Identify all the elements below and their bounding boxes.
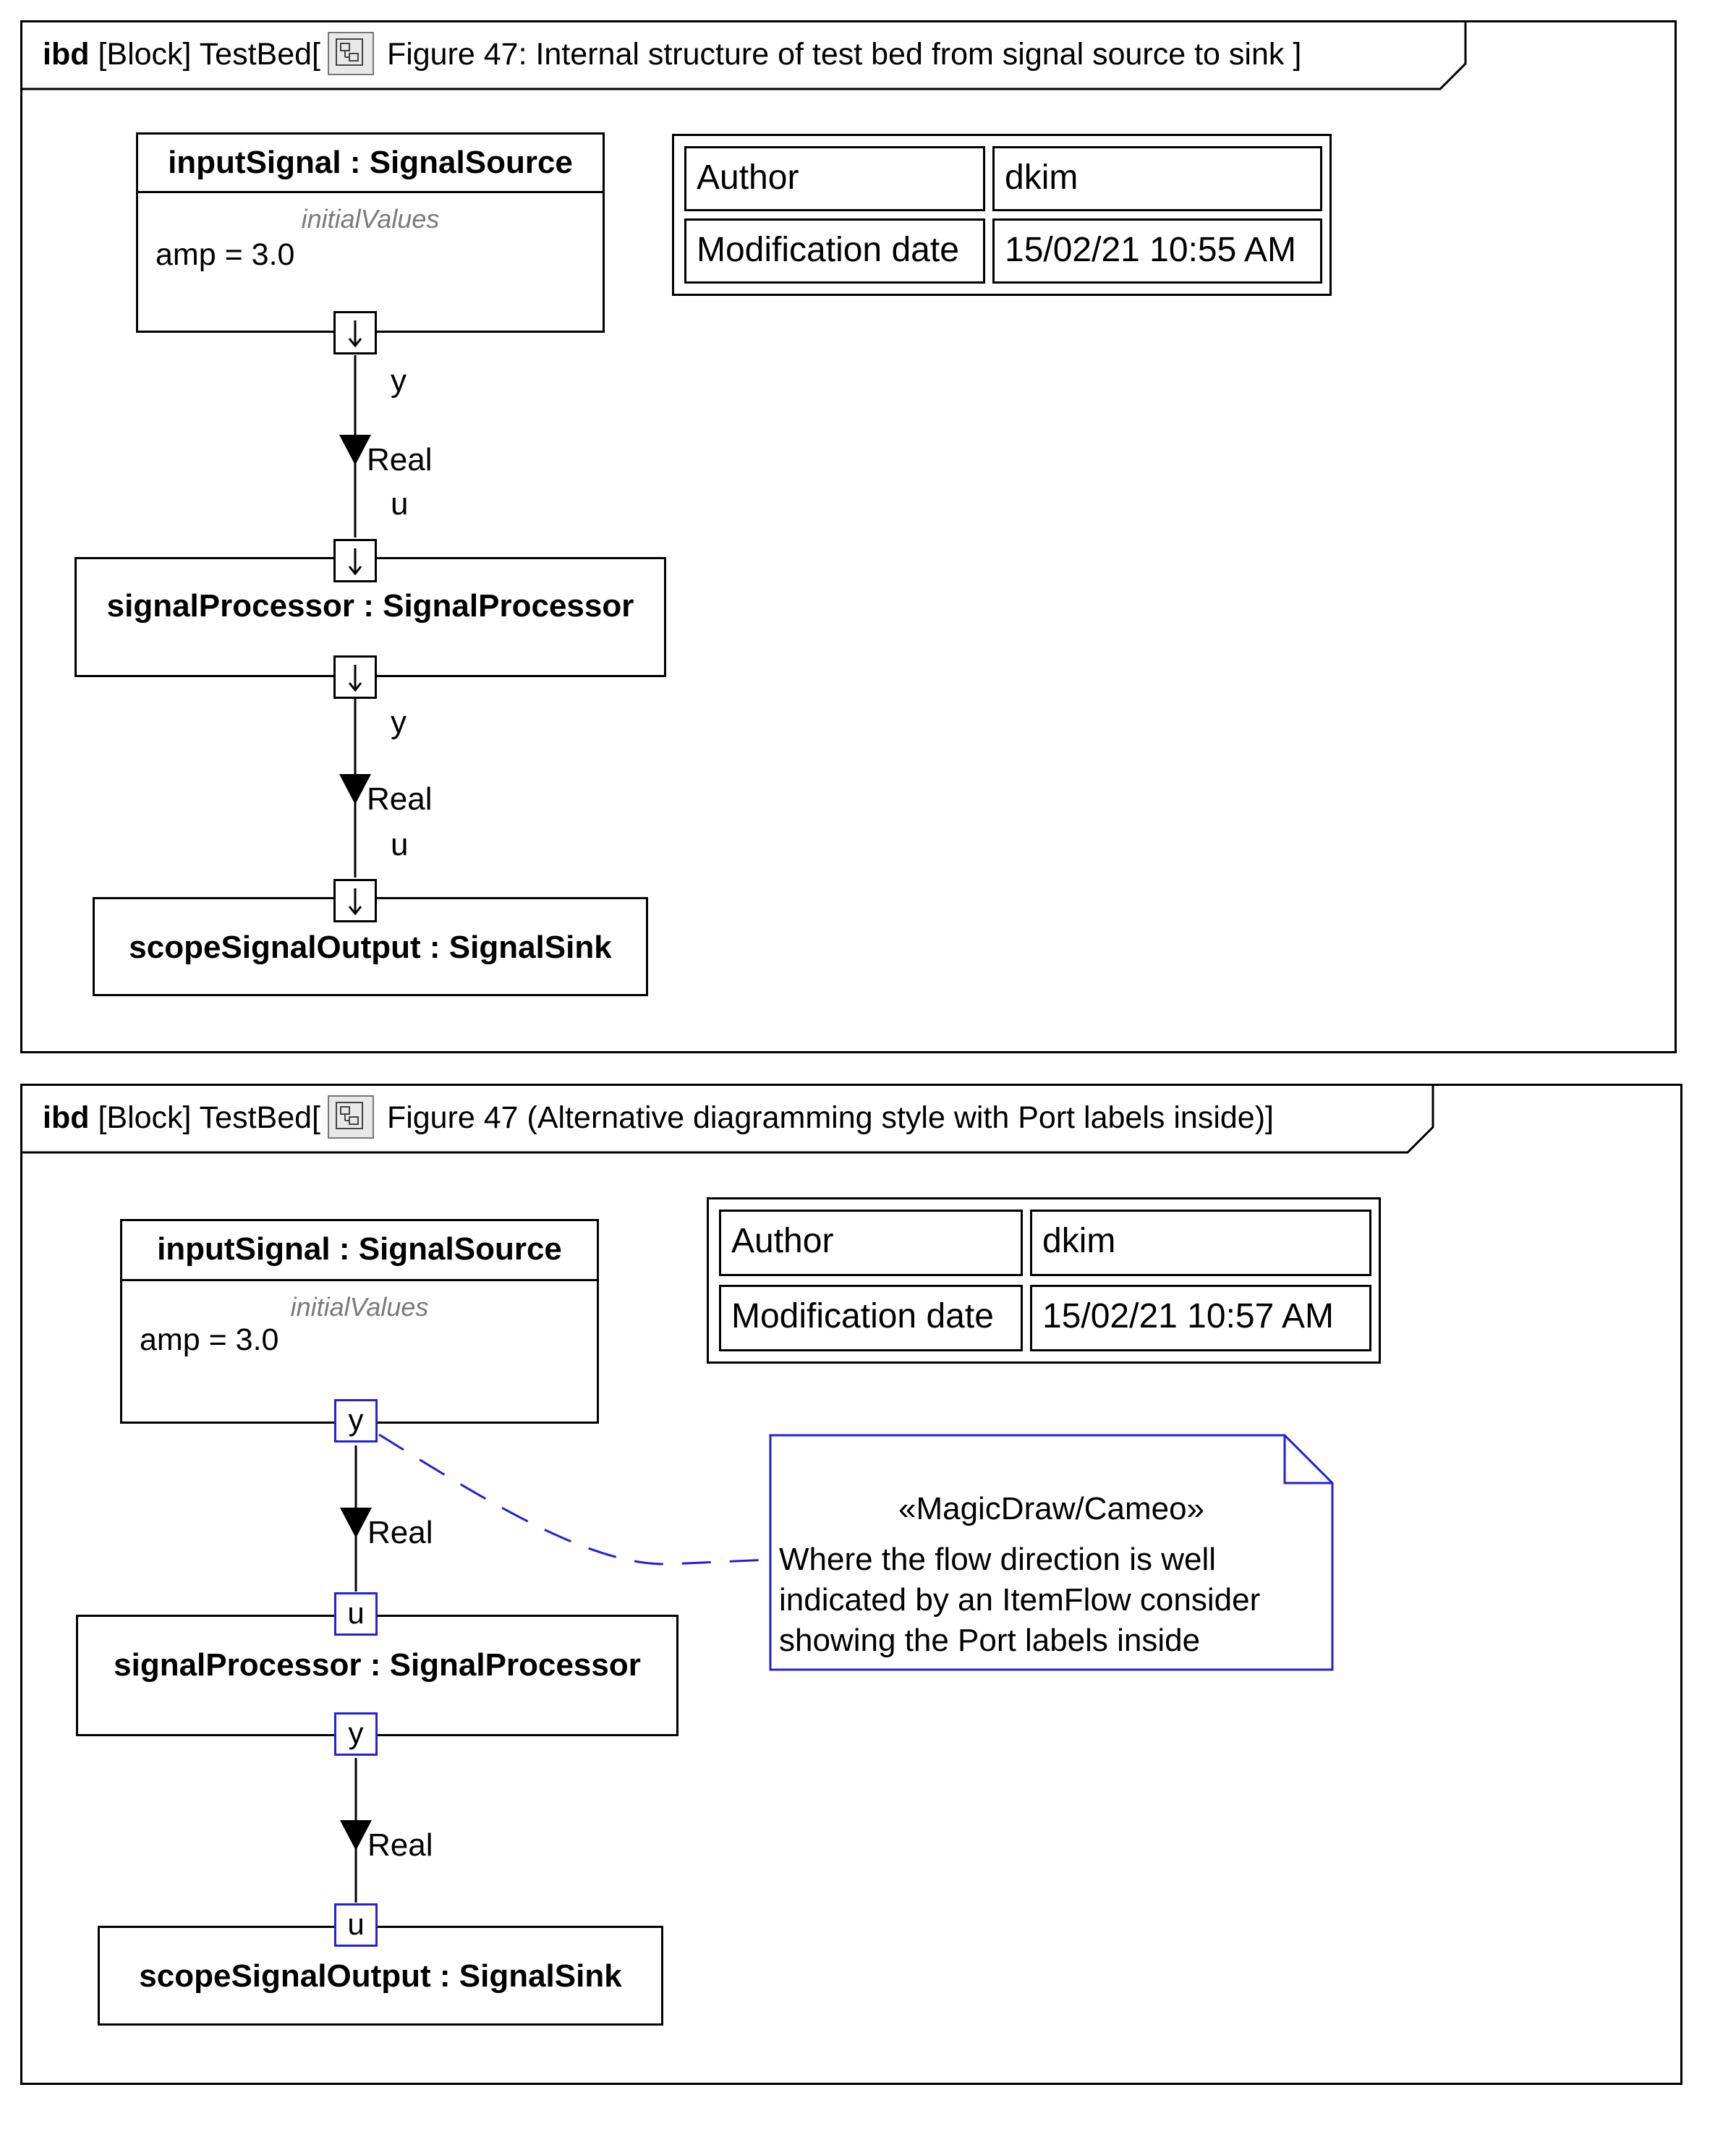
port-processor-in[interactable]: u — [334, 1592, 378, 1636]
port-label-y: y — [391, 705, 407, 740]
item-flow-label: Real — [367, 1515, 433, 1550]
block-input-signal[interactable]: inputSignal : SignalSource initialValues… — [136, 132, 605, 333]
info-value-modification-date: 15/02/21 10:57 AM — [1030, 1285, 1371, 1351]
port-sink-in[interactable]: u — [334, 1903, 378, 1947]
compartment-divider — [122, 1279, 597, 1281]
block-title: signalProcessor : SignalProcessor — [114, 1647, 641, 1683]
block-title: scopeSignalOutput : SignalSink — [129, 930, 612, 965]
diagram-kind: ibd — [43, 37, 90, 72]
figure-caption: Figure 47: Internal structure of test be… — [386, 37, 1285, 72]
info-table-2: Author dkim Modification date 15/02/21 1… — [707, 1197, 1381, 1364]
bracket-open: [ — [312, 1100, 320, 1135]
port-label-u: u — [391, 486, 409, 522]
bracket-close: ] — [1293, 37, 1302, 72]
block-title: inputSignal : SignalSource — [157, 1231, 562, 1267]
block-scope-signal-output[interactable]: scopeSignalOutput : SignalSink — [98, 1926, 663, 2026]
port-source-out[interactable] — [333, 311, 377, 354]
port-label-y: y — [391, 363, 407, 399]
port-processor-in[interactable] — [333, 539, 377, 582]
block-title: scopeSignalOutput : SignalSink — [139, 1958, 622, 1994]
diagram-icon — [327, 31, 374, 75]
compartment-divider — [138, 191, 603, 193]
block-title: inputSignal : SignalSource — [168, 145, 573, 180]
attribute-value: amp = 3.0 — [156, 237, 295, 272]
item-flow-label: Real — [367, 442, 433, 477]
compartment-label: initialValues — [301, 204, 440, 234]
port-label-u: u — [391, 827, 409, 862]
port-processor-out[interactable] — [333, 655, 377, 699]
attribute-value: amp = 3.0 — [140, 1322, 279, 1357]
diagram-icon — [327, 1095, 374, 1139]
diagram-name: TestBed — [199, 1100, 312, 1135]
note-line: Where the flow direction is well — [779, 1542, 1217, 1577]
info-value-modification-date: 15/02/21 10:55 AM — [992, 218, 1322, 284]
note-line: indicated by an ItemFlow consider — [779, 1582, 1261, 1618]
note-line: showing the Port labels inside — [779, 1623, 1201, 1658]
port-processor-out[interactable]: y — [334, 1712, 378, 1756]
item-flow-label: Real — [367, 781, 433, 817]
info-value-author: dkim — [1030, 1210, 1371, 1276]
block-title: signalProcessor : SignalProcessor — [106, 588, 634, 624]
port-sink-in[interactable] — [333, 879, 377, 922]
header-pentagon — [22, 22, 1467, 90]
note-stereotype: «MagicDraw/Cameo» — [898, 1491, 1205, 1526]
diagram-header-1: ibd [Block] TestBed[ Figure 47: Internal… — [22, 22, 1467, 90]
header-pentagon — [22, 1086, 1434, 1154]
info-table-1: Author dkim Modification date 15/02/21 1… — [672, 134, 1332, 296]
diagram-title-2: ibd [Block] TestBed[ Figure 47 (Alternat… — [43, 1095, 1274, 1142]
info-key-modification-date: Modification date — [719, 1285, 1023, 1351]
info-key-author: Author — [719, 1210, 1023, 1276]
diagram-kind: ibd — [43, 1100, 90, 1135]
port-source-out[interactable]: y — [334, 1399, 378, 1443]
bracket-open: [ — [312, 37, 320, 72]
compartment-label: initialValues — [290, 1292, 429, 1322]
diagram-type: [Block] — [98, 1100, 192, 1135]
diagram-title-1: ibd [Block] TestBed[ Figure 47: Internal… — [43, 31, 1302, 78]
block-input-signal[interactable]: inputSignal : SignalSource initialValues… — [120, 1219, 599, 1424]
diagram-name: TestBed — [199, 37, 312, 72]
info-value-author: dkim — [992, 146, 1322, 211]
info-key-author: Author — [684, 146, 985, 211]
item-flow-label: Real — [367, 1827, 433, 1863]
note-comment[interactable]: «MagicDraw/Cameo» Where the flow directi… — [770, 1435, 1332, 1670]
info-key-modification-date: Modification date — [684, 218, 985, 284]
diagram-header-2: ibd [Block] TestBed[ Figure 47 (Alternat… — [22, 1086, 1440, 1154]
diagram-type: [Block] — [98, 37, 192, 72]
figure-caption: Figure 47 (Alternative diagramming style… — [386, 1100, 1274, 1135]
